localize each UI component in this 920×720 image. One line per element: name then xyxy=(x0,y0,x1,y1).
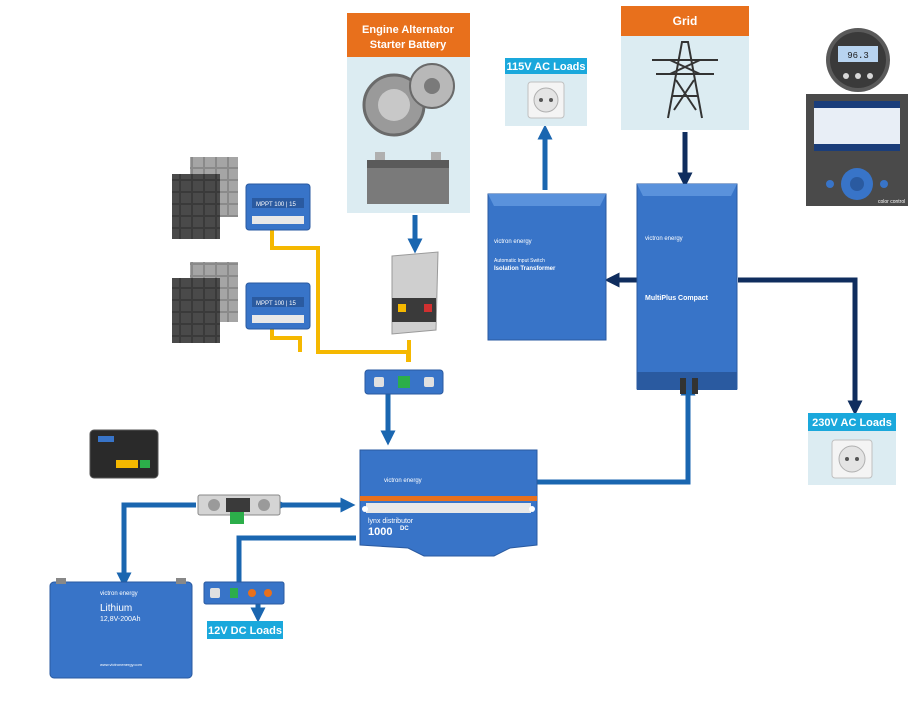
dc-12-label: 12V DC Loads xyxy=(208,625,282,637)
starter-battery-icon xyxy=(367,152,449,204)
ac-230-loads: 230V AC Loads xyxy=(808,413,896,485)
multiplus-label: MultiPlus Compact xyxy=(645,295,709,302)
engine-alternator-panel: Engine Alternator Starter Battery xyxy=(347,13,470,213)
lynx-label: lynx distributor xyxy=(368,518,414,525)
isolation-sub: Automatic Input Switch xyxy=(494,258,545,264)
outlet-icon xyxy=(527,81,565,119)
battery-management-system xyxy=(89,429,159,479)
dc-12-loads: 12V DC Loads xyxy=(207,621,283,639)
battery-brand: victron energy xyxy=(100,591,138,597)
ac-arrows xyxy=(604,132,863,416)
mppt-controller-bottom: MPPT 100 | 15 xyxy=(245,282,311,330)
mppt-controller-top: MPPT 100 | 15 xyxy=(245,183,311,231)
alternator-icon xyxy=(362,63,455,137)
color-control-label: color control xyxy=(878,199,905,205)
battery-monitor: 96.3 xyxy=(826,28,890,92)
isolation-transformer: victron energy Automatic Input Switch Is… xyxy=(487,193,607,341)
battery-spec: 12,8V-200Ah xyxy=(100,616,141,623)
alternator-charger xyxy=(391,251,439,335)
ac-115-label: 115V AC Loads xyxy=(506,61,585,73)
lithium-battery: victron energy Lithium 12,8V-200Ah www.v… xyxy=(49,578,193,679)
multiplus-compact: victron energy MultiPlus Compact xyxy=(636,183,738,394)
isolation-brand: victron energy xyxy=(494,239,532,245)
lynx-distributor: victron energy lynx distributor 1000 DC xyxy=(359,449,538,557)
mppt-top-label: MPPT 100 | 15 xyxy=(256,202,296,208)
lynx-brand: victron energy xyxy=(384,478,422,484)
grid-panel: Grid xyxy=(621,6,749,130)
lynx-dc: DC xyxy=(400,526,409,532)
grid-label: Grid xyxy=(673,14,698,28)
color-control-gx: color control xyxy=(806,94,908,206)
ac-230-label: 230V AC Loads xyxy=(812,417,892,429)
mppt-bottom-label: MPPT 100 | 15 xyxy=(256,301,296,307)
multiplus-brand: victron energy xyxy=(645,236,683,242)
battery-monitor-reading: 96.3 xyxy=(847,51,869,61)
solar-panel-top xyxy=(172,157,238,239)
dc-distributor xyxy=(203,581,285,605)
smart-shunt-top xyxy=(364,369,444,395)
pylon-icon xyxy=(652,41,718,119)
battery-label: Lithium xyxy=(100,603,132,614)
lynx-number: 1000 xyxy=(368,526,392,538)
solar-panel-bottom xyxy=(172,262,238,343)
battery-shunt xyxy=(197,494,281,524)
ac-115-loads: 115V AC Loads xyxy=(505,58,587,126)
outlet-icon xyxy=(831,439,873,479)
dc-arrows xyxy=(116,124,696,623)
engine-label-line1: Engine Alternator xyxy=(362,24,455,36)
engine-label-line2: Starter Battery xyxy=(370,39,447,51)
isolation-label: Isolation Transformer xyxy=(494,266,556,272)
battery-site: www.victronenergy.com xyxy=(100,662,143,667)
solar-cables xyxy=(270,226,411,362)
